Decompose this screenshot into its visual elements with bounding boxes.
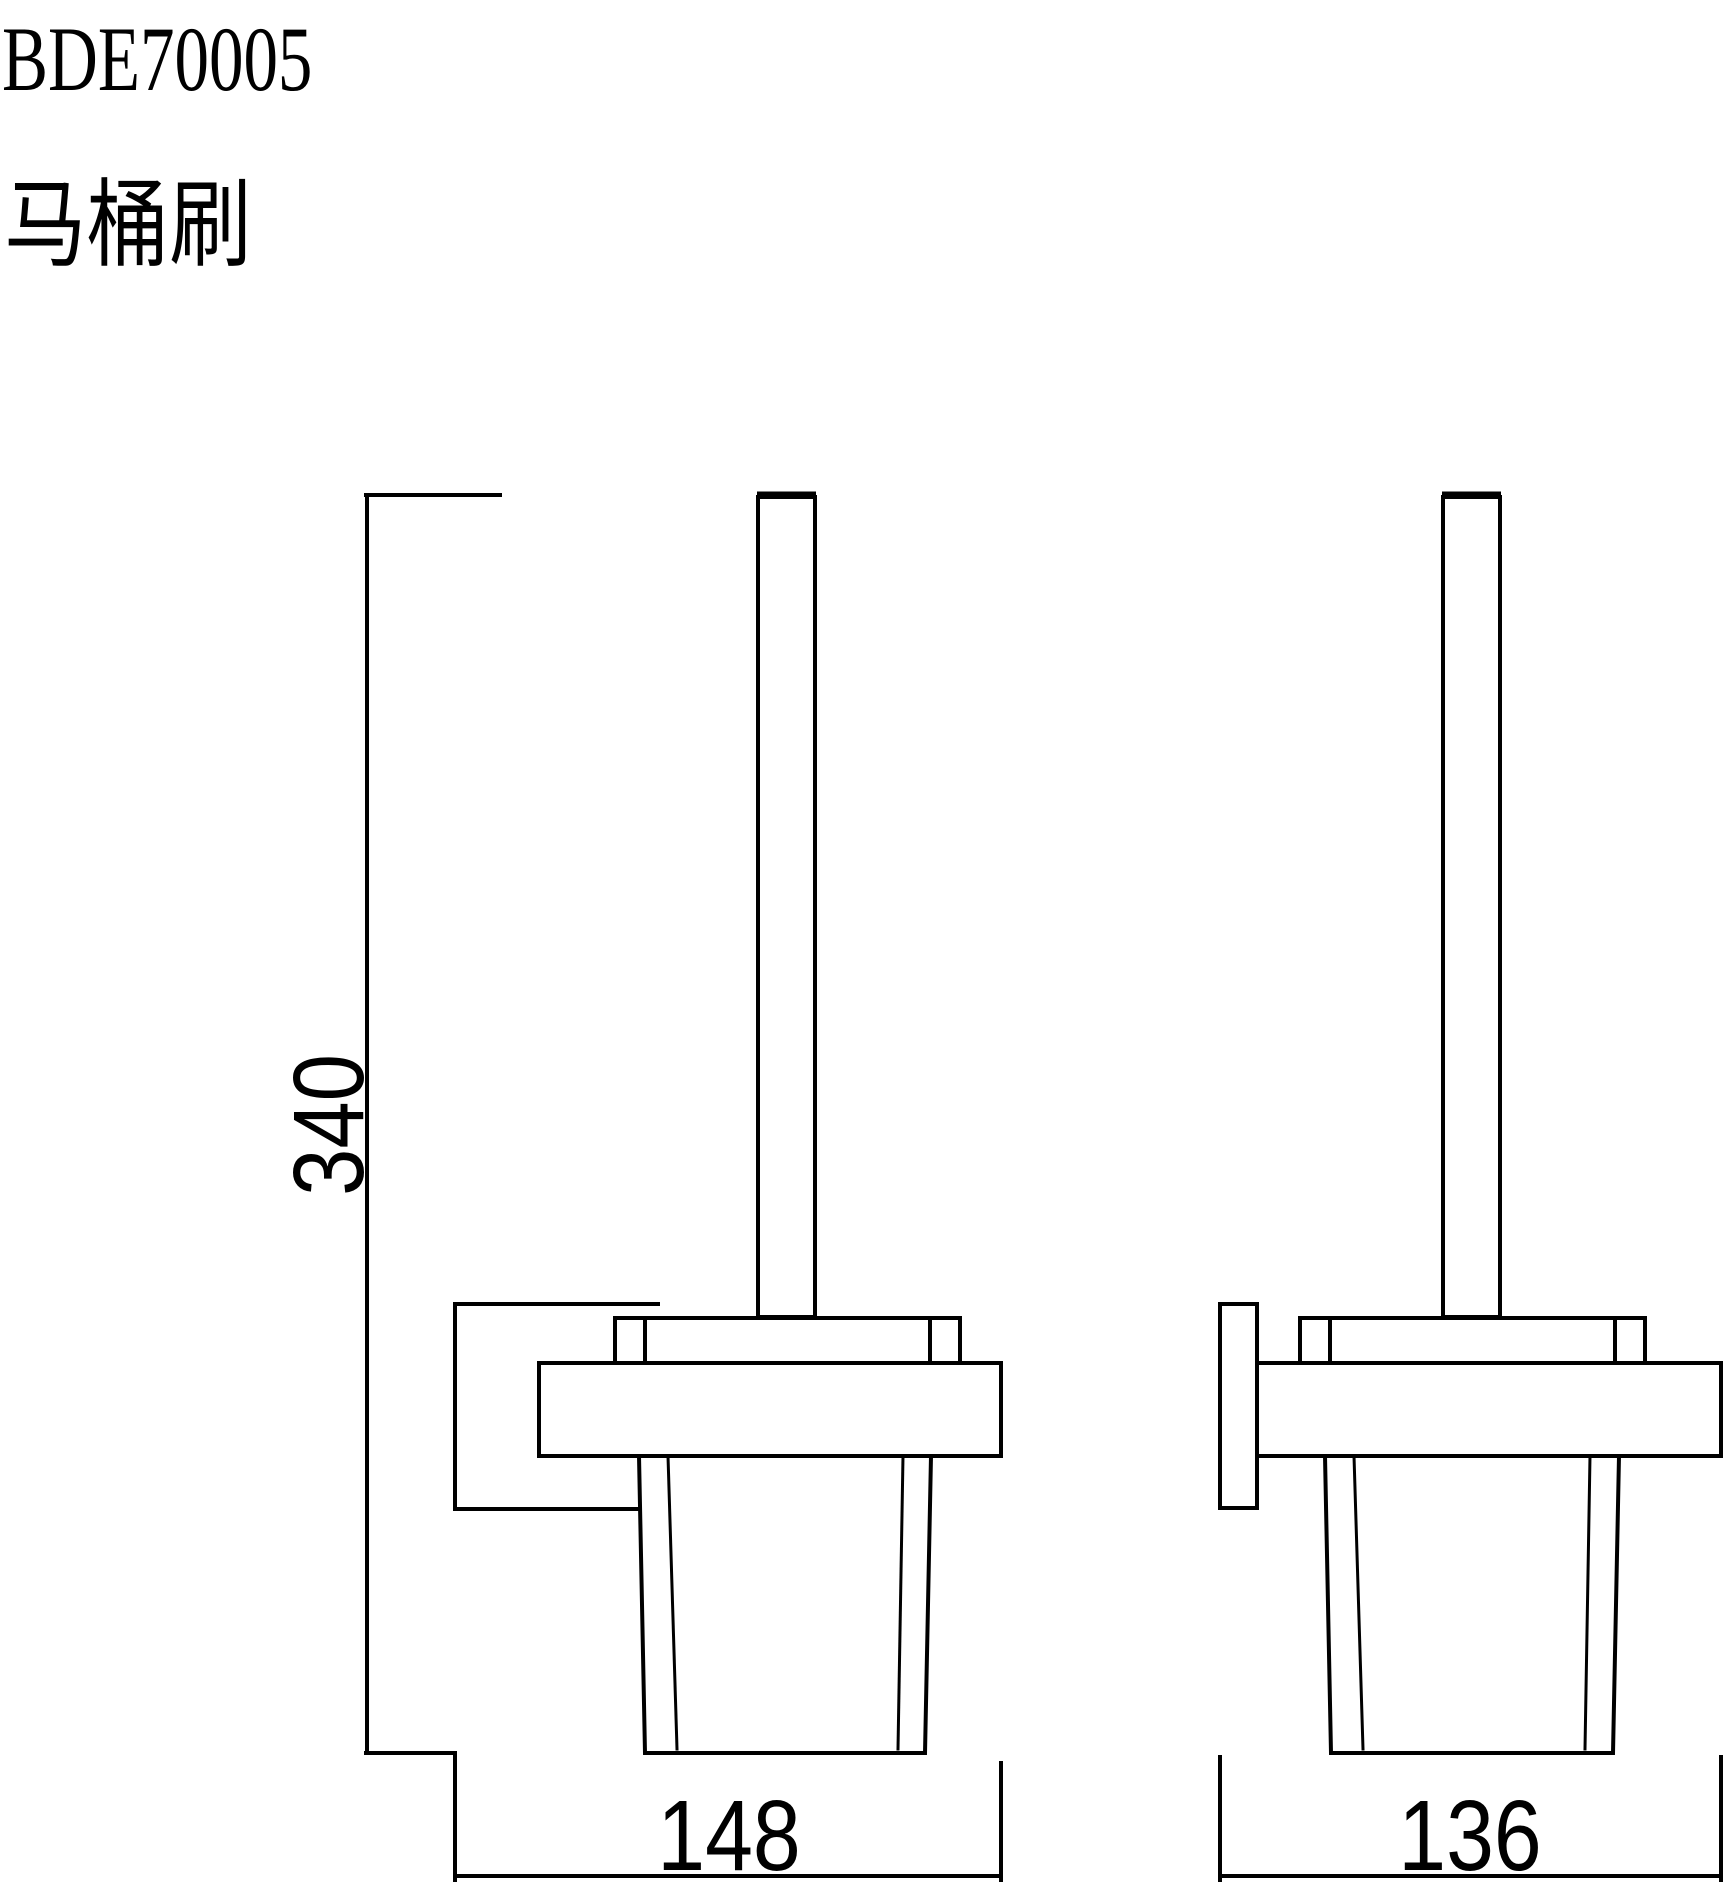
front-cup-inner-left [666, 1454, 679, 1751]
front-view [453, 491, 1003, 1755]
height-dimension: 340 [272, 493, 502, 1755]
front-handle [756, 495, 817, 1319]
side-collar-right [1613, 1316, 1647, 1365]
side-cup-inner-right [1583, 1454, 1592, 1751]
product-name: 马桶刷 [4, 173, 252, 279]
front-wall-plate [453, 1302, 660, 1511]
front-cup-inner-right [896, 1454, 905, 1751]
side-collar-left [1298, 1316, 1332, 1365]
side-width-value: 136 [1398, 1780, 1541, 1882]
side-width-dimension: 136 [1218, 1755, 1723, 1882]
front-cup-outer [636, 1454, 934, 1755]
front-width-dimension: 148 [453, 1751, 1003, 1882]
side-wall-rosette [1218, 1302, 1259, 1510]
front-holder-bar [537, 1361, 1003, 1458]
front-collar-left [613, 1316, 647, 1365]
side-cup-inner-left [1352, 1454, 1365, 1751]
side-cup-outer [1322, 1454, 1622, 1755]
height-value: 340 [272, 1054, 384, 1196]
model-code: BDE70005 [2, 9, 312, 111]
front-width-value: 148 [657, 1780, 800, 1882]
side-view [1218, 491, 1723, 1755]
side-handle [1441, 495, 1502, 1319]
front-collar-right [928, 1316, 962, 1365]
